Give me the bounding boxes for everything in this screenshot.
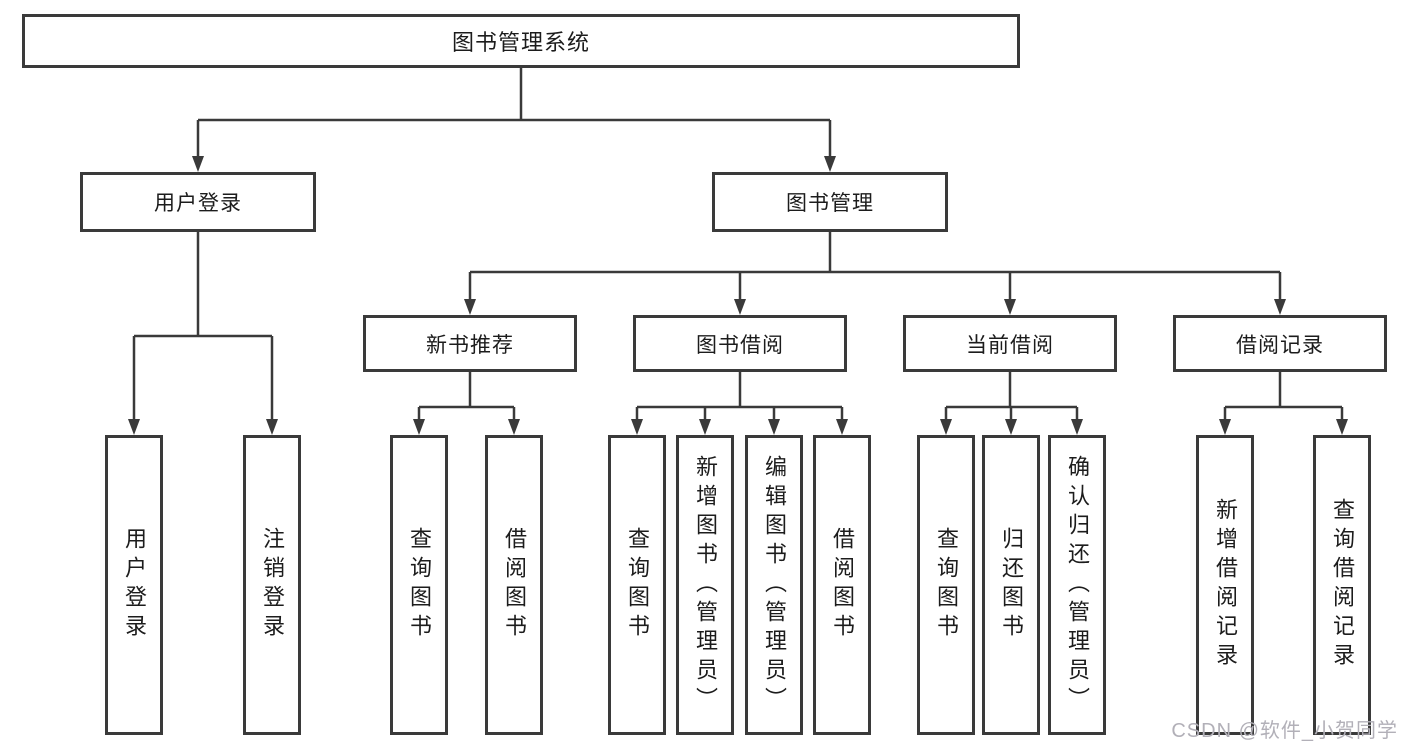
arrowhead-icons: [128, 156, 1348, 435]
leaf-query-books-borrowing: 查询图书: [608, 435, 666, 735]
node-user-login: 用户登录: [80, 172, 316, 232]
leaf-query-borrow-record: 查询借阅记录: [1313, 435, 1371, 735]
watermark: CSDN @软件_小贺同学: [1171, 720, 1398, 742]
leaf-query-books-current: 查询图书: [917, 435, 975, 735]
node-borrow-records: 借阅记录: [1173, 315, 1387, 372]
leaf-logout: 注销登录: [243, 435, 301, 735]
leaf-borrow-books-borrowing: 借阅图书: [813, 435, 871, 735]
leaf-user-login: 用户登录: [105, 435, 163, 735]
leaf-add-books-admin: 新增图书（管理员）: [676, 435, 734, 735]
leaf-borrow-books-recommend: 借阅图书: [485, 435, 543, 735]
leaf-edit-books-admin: 编辑图书（管理员）: [745, 435, 803, 735]
leaf-return-books: 归还图书: [982, 435, 1040, 735]
node-root: 图书管理系统: [22, 14, 1020, 68]
leaf-add-borrow-record: 新增借阅记录: [1196, 435, 1254, 735]
leaf-confirm-return-admin: 确认归还（管理员）: [1048, 435, 1106, 735]
node-book-management: 图书管理: [712, 172, 948, 232]
leaf-query-books-recommend: 查询图书: [390, 435, 448, 735]
node-new-book-recommend: 新书推荐: [363, 315, 577, 372]
node-book-borrowing: 图书借阅: [633, 315, 847, 372]
node-current-borrowing: 当前借阅: [903, 315, 1117, 372]
